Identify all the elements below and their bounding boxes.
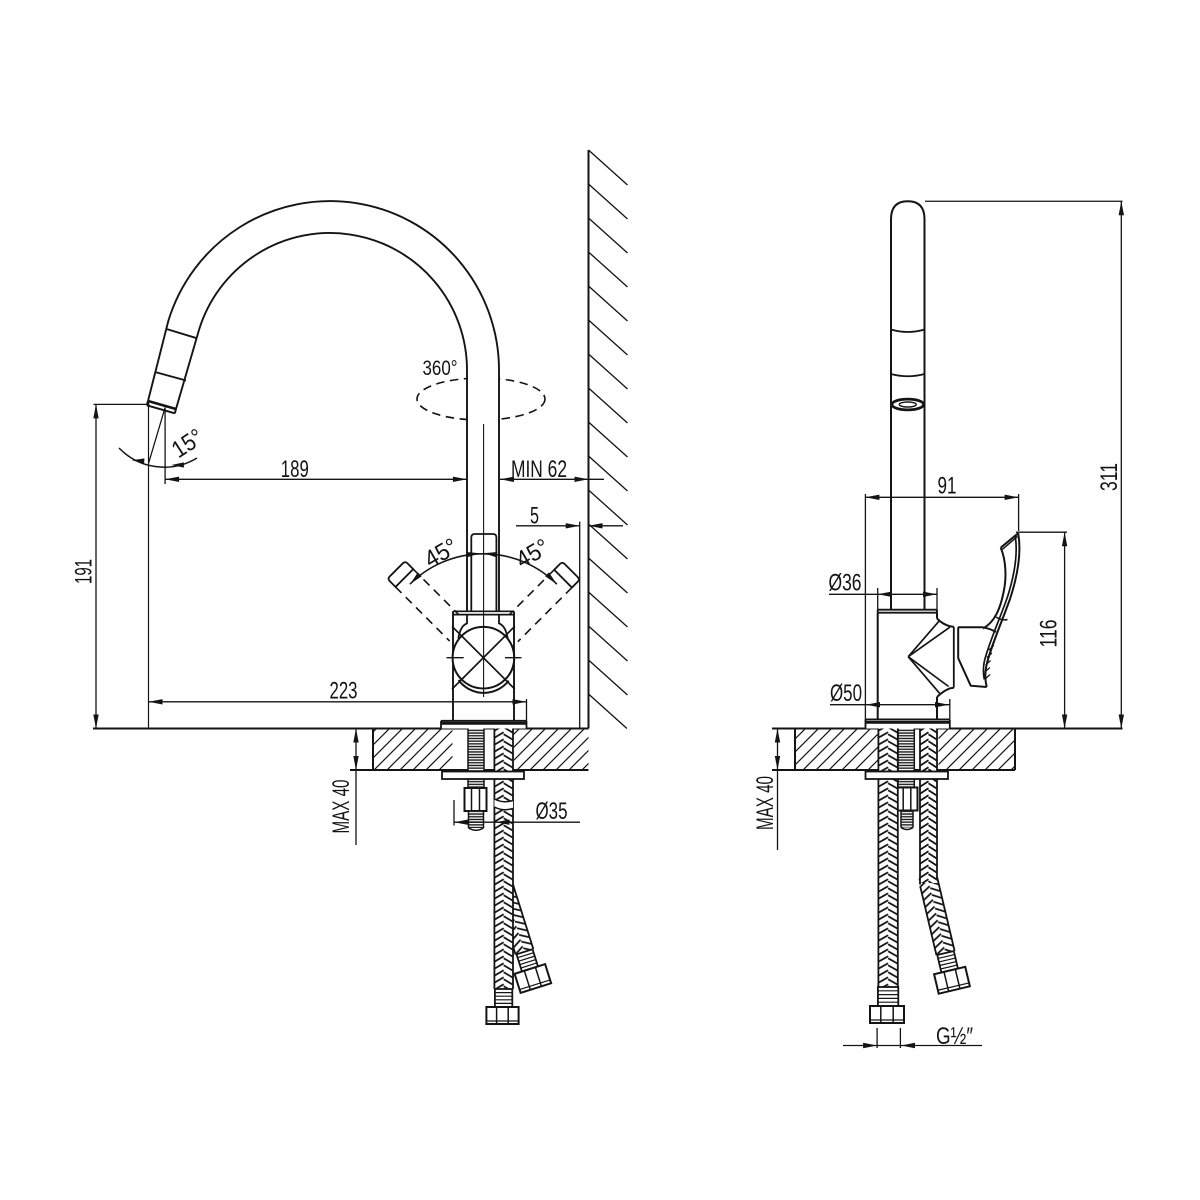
svg-text:MAX 40: MAX 40 bbox=[752, 776, 779, 830]
svg-text:Ø35: Ø35 bbox=[536, 798, 568, 825]
svg-text:223: 223 bbox=[330, 678, 358, 705]
svg-text:311: 311 bbox=[1096, 463, 1123, 491]
svg-text:360°: 360° bbox=[423, 357, 458, 380]
svg-text:Ø36: Ø36 bbox=[829, 570, 862, 597]
svg-text:MAX 40: MAX 40 bbox=[328, 780, 355, 834]
svg-text:G½″: G½″ bbox=[936, 1023, 973, 1050]
svg-text:116: 116 bbox=[1036, 620, 1063, 648]
svg-text:91: 91 bbox=[938, 473, 957, 500]
svg-text:191: 191 bbox=[71, 559, 98, 584]
svg-text:Ø50: Ø50 bbox=[830, 680, 862, 707]
svg-text:5: 5 bbox=[530, 503, 539, 530]
svg-text:MIN 62: MIN 62 bbox=[511, 456, 567, 483]
svg-text:189: 189 bbox=[281, 456, 309, 483]
